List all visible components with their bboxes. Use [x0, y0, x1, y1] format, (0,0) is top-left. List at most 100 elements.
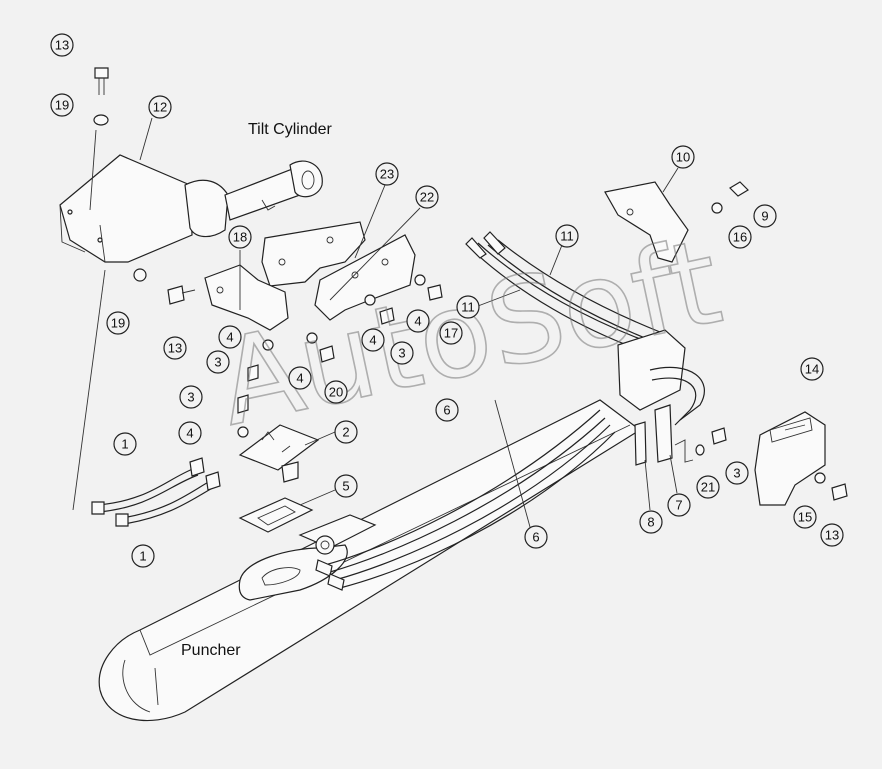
callout-18: 18 — [228, 225, 252, 249]
callout-circle — [218, 325, 242, 349]
callout-circle — [793, 505, 817, 529]
callout-9: 9 — [753, 204, 777, 228]
callout-15: 15 — [793, 505, 817, 529]
callout-number: 8 — [647, 515, 654, 530]
bracket-18 — [204, 264, 289, 331]
callout-21: 21 — [696, 475, 720, 499]
callout-17: 17 — [439, 321, 463, 345]
callout-circle — [288, 366, 312, 390]
callout-number: 4 — [414, 314, 421, 329]
callout-number: 3 — [733, 466, 740, 481]
callout-circle — [639, 510, 663, 534]
callout-number: 13 — [825, 528, 839, 543]
callout-circle — [390, 341, 414, 365]
callout-circle — [106, 311, 130, 335]
callout-number: 3 — [187, 390, 194, 405]
callout-circle — [375, 162, 399, 186]
callout-4: 4 — [406, 309, 430, 333]
callout-circle — [113, 432, 137, 456]
callout-3: 3 — [725, 461, 749, 485]
fasteners — [93, 67, 848, 501]
callout-circle — [50, 33, 74, 57]
callout-10: 10 — [671, 145, 695, 169]
bracket-23 — [261, 221, 366, 287]
callout-circle — [456, 295, 480, 319]
callout-number: 14 — [805, 362, 819, 377]
callout-number: 1 — [121, 437, 128, 452]
callout-circle — [50, 93, 74, 117]
callout-23: 23 — [375, 162, 399, 186]
callout-4: 4 — [361, 328, 385, 352]
callout-circle — [555, 224, 579, 248]
callout-circle — [439, 321, 463, 345]
callout-number: 19 — [55, 98, 69, 113]
callout-number: 4 — [226, 330, 233, 345]
callout-circle — [206, 350, 230, 374]
callout-11: 11 — [456, 295, 480, 319]
callout-circle — [820, 523, 844, 547]
puncher-boom — [98, 399, 642, 722]
callout-16: 16 — [728, 225, 752, 249]
callout-19: 19 — [106, 311, 130, 335]
callout-number: 13 — [168, 341, 182, 356]
hose-6 — [315, 409, 616, 591]
hose-1 — [91, 457, 221, 527]
callout-circle — [671, 145, 695, 169]
plate-2 — [238, 424, 320, 483]
callout-circle — [324, 380, 348, 404]
callout-circle — [800, 357, 824, 381]
callout-13: 13 — [163, 336, 187, 360]
callout-circle — [163, 336, 187, 360]
callout-number: 13 — [55, 38, 69, 53]
callout-number: 12 — [153, 100, 167, 115]
callout-3: 3 — [390, 341, 414, 365]
callout-circle — [178, 421, 202, 445]
callout-number: 21 — [701, 480, 715, 495]
callout-19: 19 — [50, 93, 74, 117]
callout-13: 13 — [820, 523, 844, 547]
callout-5: 5 — [334, 474, 358, 498]
callout-4: 4 — [288, 366, 312, 390]
callout-6: 6 — [435, 398, 459, 422]
callout-circle — [148, 95, 172, 119]
callout-number: 2 — [342, 425, 349, 440]
callout-12: 12 — [148, 95, 172, 119]
callout-circle — [725, 461, 749, 485]
callout-4: 4 — [178, 421, 202, 445]
callout-1: 1 — [131, 544, 155, 568]
callout-circle — [334, 420, 358, 444]
bracket-10 — [604, 181, 689, 263]
callout-circle — [728, 225, 752, 249]
callout-circle — [179, 385, 203, 409]
puncher-label: Puncher — [181, 642, 241, 659]
callout-circle — [753, 204, 777, 228]
callout-circle — [667, 493, 691, 517]
callout-number: 1 — [139, 549, 146, 564]
tilt-cylinder-label: Tilt Cylinder — [248, 121, 333, 138]
callout-number: 4 — [369, 333, 376, 348]
callout-number: 6 — [532, 530, 539, 545]
callout-number: 23 — [380, 167, 394, 182]
callout-number: 17 — [444, 326, 458, 341]
callout-number: 3 — [214, 355, 221, 370]
callout-number: 6 — [443, 403, 450, 418]
callout-circle — [131, 544, 155, 568]
callout-circle — [228, 225, 252, 249]
callout-4: 4 — [218, 325, 242, 349]
callout-20: 20 — [324, 380, 348, 404]
leader-lines — [72, 117, 679, 528]
callout-number: 4 — [186, 426, 193, 441]
valve-body-14 — [754, 411, 826, 506]
callout-number: 19 — [111, 316, 125, 331]
callout-circle — [435, 398, 459, 422]
callout-circle — [524, 525, 548, 549]
callout-number: 4 — [296, 371, 303, 386]
callout-number: 22 — [420, 190, 434, 205]
callout-circle — [361, 328, 385, 352]
callout-6: 6 — [524, 525, 548, 549]
callout-number: 10 — [676, 150, 690, 165]
callout-number: 20 — [329, 385, 343, 400]
callout-22: 22 — [415, 185, 439, 209]
callout-8: 8 — [639, 510, 663, 534]
